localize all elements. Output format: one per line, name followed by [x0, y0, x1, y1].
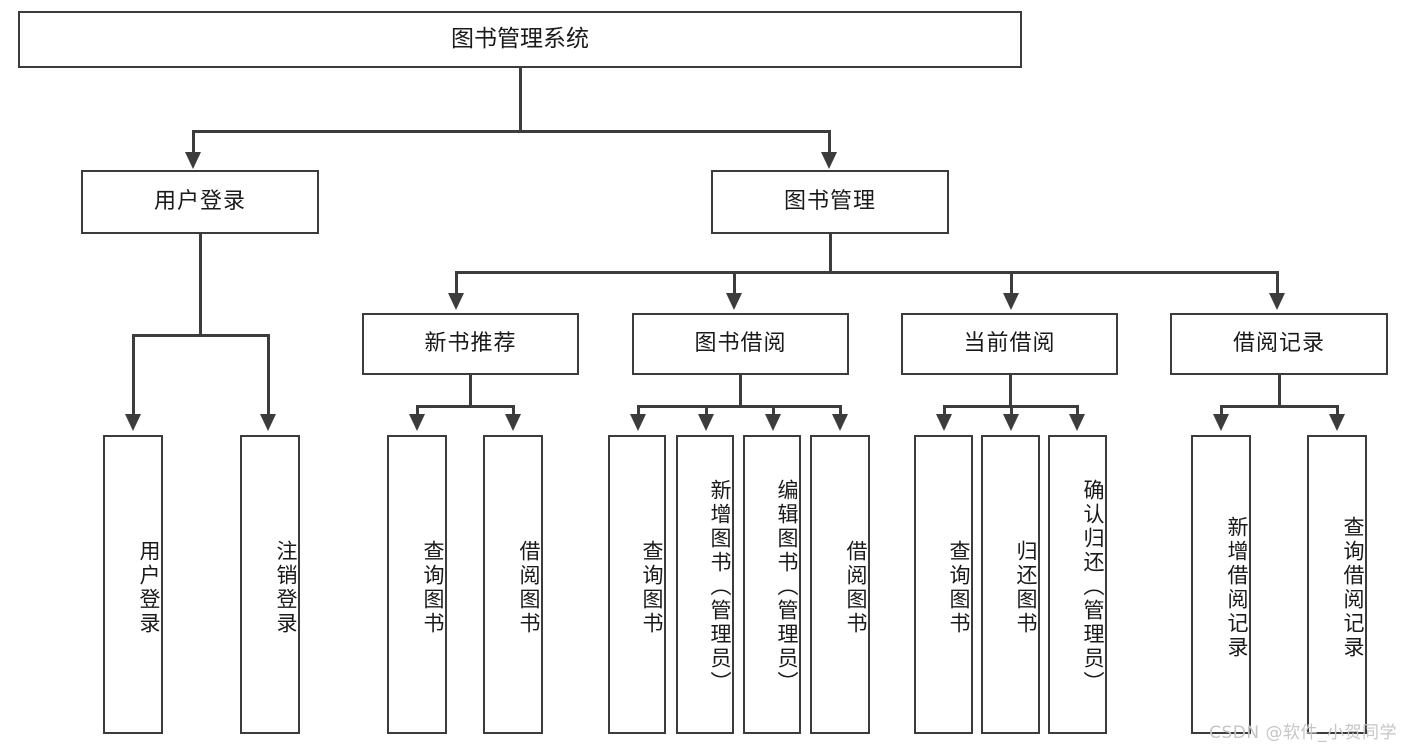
connector-root-stem: [519, 68, 522, 130]
leaf-borrow-book-newrec[interactable]: 借阅图书: [483, 435, 543, 734]
arrowhead-current-borrow-3: [1069, 414, 1085, 431]
node-root-system[interactable]: 图书管理系统: [18, 11, 1022, 68]
connector-root-drop-left: [192, 130, 195, 153]
connector-book-manage-drop-2: [733, 271, 736, 294]
connector-book-manage-drop-4: [1276, 271, 1279, 294]
arrowhead-current-borrow-2: [1003, 414, 1019, 431]
leaf-query-book-current[interactable]: 查询图书: [914, 435, 973, 734]
connector-current-borrow-drop-1: [943, 405, 946, 415]
connector-new-book-stem: [469, 375, 472, 405]
arrowhead-new-book-rec: [448, 293, 464, 310]
leaf-logout-login[interactable]: 注销登录: [240, 435, 300, 734]
connector-book-borrow-drop-1: [637, 405, 640, 415]
arrowhead-borrow-record-2: [1329, 414, 1345, 431]
connector-book-borrow-bar: [637, 405, 841, 408]
leaf-add-book-admin[interactable]: 新增图书（管理员）: [676, 435, 734, 734]
connector-current-borrow-drop-2: [1010, 405, 1013, 415]
arrowhead-user-login-2: [260, 414, 276, 431]
connector-borrow-record-drop-1: [1220, 405, 1223, 415]
leaf-return-book[interactable]: 归还图书: [981, 435, 1040, 734]
leaf-query-book-newrec[interactable]: 查询图书: [387, 435, 447, 734]
connector-user-login-drop-1: [132, 334, 135, 415]
connector-book-manage-drop-1: [455, 271, 458, 294]
leaf-edit-book-admin[interactable]: 编辑图书（管理员）: [743, 435, 801, 734]
connector-book-manage-bar: [455, 271, 1278, 274]
leaf-query-borrow-record[interactable]: 查询借阅记录: [1307, 435, 1367, 734]
leaf-add-borrow-record[interactable]: 新增借阅记录: [1191, 435, 1251, 734]
arrowhead-book-borrow: [726, 293, 742, 310]
arrowhead-book-borrow-2: [698, 414, 714, 431]
watermark-text: CSDN @软件_小贺同学: [1209, 723, 1397, 743]
node-new-book-recommend[interactable]: 新书推荐: [362, 313, 579, 375]
connector-current-borrow-drop-3: [1076, 405, 1079, 415]
connector-borrow-record-stem: [1278, 375, 1281, 405]
node-book-borrow[interactable]: 图书借阅: [632, 313, 849, 375]
arrowhead-user-login-1: [125, 414, 141, 431]
connector-root-bar: [192, 130, 830, 133]
connector-book-manage-drop-3: [1010, 271, 1013, 294]
leaf-user-login[interactable]: 用户登录: [103, 435, 163, 734]
arrowhead-to-book-manage: [821, 152, 837, 169]
leaf-query-book-borrow[interactable]: 查询图书: [608, 435, 666, 734]
node-user-login[interactable]: 用户登录: [81, 170, 319, 234]
connector-book-borrow-drop-4: [839, 405, 842, 415]
arrowhead-borrow-record-1: [1213, 414, 1229, 431]
connector-borrow-record-drop-2: [1336, 405, 1339, 415]
connector-new-book-drop-2: [512, 405, 515, 415]
connector-user-login-stem: [199, 234, 202, 334]
arrowhead-new-book-1: [409, 414, 425, 431]
connector-root-drop-right: [828, 130, 831, 153]
arrowhead-book-borrow-3: [765, 414, 781, 431]
arrowhead-current-borrow-1: [936, 414, 952, 431]
connector-book-borrow-stem: [739, 375, 742, 405]
connector-current-borrow-stem: [1009, 375, 1012, 405]
connector-new-book-drop-1: [416, 405, 419, 415]
arrowhead-book-borrow-1: [630, 414, 646, 431]
arrowhead-new-book-2: [505, 414, 521, 431]
connector-book-borrow-drop-2: [705, 405, 708, 415]
connector-new-book-bar: [416, 405, 514, 408]
connector-borrow-record-bar: [1220, 405, 1338, 408]
node-borrow-record[interactable]: 借阅记录: [1170, 313, 1388, 375]
connector-book-manage-stem: [829, 234, 832, 271]
arrowhead-book-borrow-4: [832, 414, 848, 431]
node-book-manage[interactable]: 图书管理: [711, 170, 949, 234]
leaf-borrow-book[interactable]: 借阅图书: [810, 435, 870, 734]
connector-book-borrow-drop-3: [772, 405, 775, 415]
node-current-borrow[interactable]: 当前借阅: [901, 313, 1118, 375]
connector-user-login-drop-2: [267, 334, 270, 415]
arrowhead-to-user-login: [185, 152, 201, 169]
arrowhead-current-borrow: [1003, 293, 1019, 310]
arrowhead-borrow-record: [1269, 293, 1285, 310]
leaf-confirm-return-admin[interactable]: 确认归还（管理员）: [1048, 435, 1107, 734]
connector-user-login-bar: [132, 334, 269, 337]
